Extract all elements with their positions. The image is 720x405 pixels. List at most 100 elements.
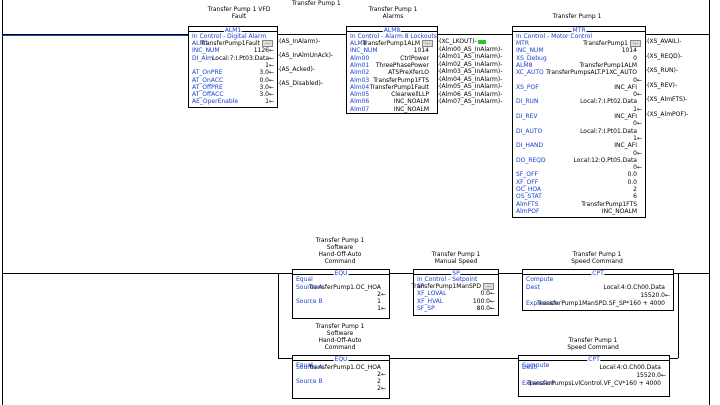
- alm8-output-coil[interactable]: -(Alm02_AS_InAlarm)-: [437, 61, 502, 68]
- param-label: AE_OperEnable: [192, 98, 239, 106]
- alm8-output-coil[interactable]: -(Alm04_AS_InAlarm)-: [437, 76, 502, 83]
- alm1-output-coil[interactable]: -(AS_Acked)-: [277, 66, 315, 73]
- value-arrow-icon: ←: [268, 61, 274, 69]
- alm8-output-coil[interactable]: -(Alm00_AS_InAlarm)-: [437, 46, 502, 53]
- alm1-output-coil[interactable]: -(AS_InAlmUnAck)-: [277, 52, 333, 59]
- alm8-output-coil[interactable]: -(Alm01_AS_InAlarm)-: [437, 53, 502, 60]
- alm8-output-coil[interactable]: -(Alm05_AS_InAlarm)-: [437, 83, 502, 90]
- param-row[interactable]: 1←: [516, 106, 642, 113]
- param-row[interactable]: 0←: [516, 164, 642, 171]
- param-row[interactable]: 15520.0←: [522, 372, 666, 379]
- param-row[interactable]: 1←: [516, 135, 642, 142]
- param-row[interactable]: 0←: [516, 77, 642, 84]
- mtr-output-coil[interactable]: -(XS_AlmFTS)-: [645, 96, 687, 103]
- browse-button[interactable]: ...: [483, 283, 494, 290]
- browse-button[interactable]: ...: [630, 40, 641, 47]
- mtr-output-coil[interactable]: -(XS_REQD)-: [645, 53, 682, 60]
- param-row[interactable]: 2←: [296, 291, 386, 298]
- param-row[interactable]: 0←: [516, 91, 642, 98]
- alm1-output-coil[interactable]: -(AS_InAlarm)-: [277, 38, 320, 45]
- browse-button[interactable]: ...: [422, 40, 433, 47]
- mtr-output-coil[interactable]: -(XS_RUN)-: [645, 67, 678, 74]
- alm1-output-coil[interactable]: -(AS_Disabled)-: [277, 80, 323, 87]
- coil-close-symbol: )-: [673, 67, 678, 74]
- alm8-output-coil[interactable]: -(Alm07_AS_InAlarm)-: [437, 98, 502, 105]
- param-row[interactable]: 15520.0←: [526, 292, 670, 299]
- param-row[interactable]: 2←: [296, 371, 386, 378]
- alm8-output-coil[interactable]: -(Alm03_AS_InAlarm)-: [437, 68, 502, 75]
- param-value: 3.0: [259, 69, 269, 77]
- coil-tag: AS_Disabled: [281, 80, 319, 87]
- browse-button[interactable]: ...: [262, 40, 273, 47]
- value-arrow-icon: ←: [636, 134, 642, 142]
- alm8-output-coil[interactable]: -(Alm06_AS_InAlarm)-: [437, 91, 502, 98]
- coil-open-symbol: -(: [645, 67, 650, 74]
- mtr-output-coil[interactable]: -(XS_AlmPOF)-: [645, 111, 688, 118]
- param-row[interactable]: 1←: [296, 305, 386, 312]
- alm8-output-coil[interactable]: -(XC_LKOUT)-: [437, 38, 486, 45]
- param-row[interactable]: 1←: [192, 62, 274, 69]
- param-row[interactable]: 2←: [296, 385, 386, 392]
- mtr-output-coil[interactable]: -(XS_REV)-: [645, 82, 677, 89]
- param-row[interactable]: 0←: [516, 150, 642, 157]
- mtr-output-coil[interactable]: -(XS_AVAIL)-: [645, 38, 682, 45]
- param-value: 2: [377, 371, 381, 378]
- param-row[interactable]: 0←: [516, 120, 642, 127]
